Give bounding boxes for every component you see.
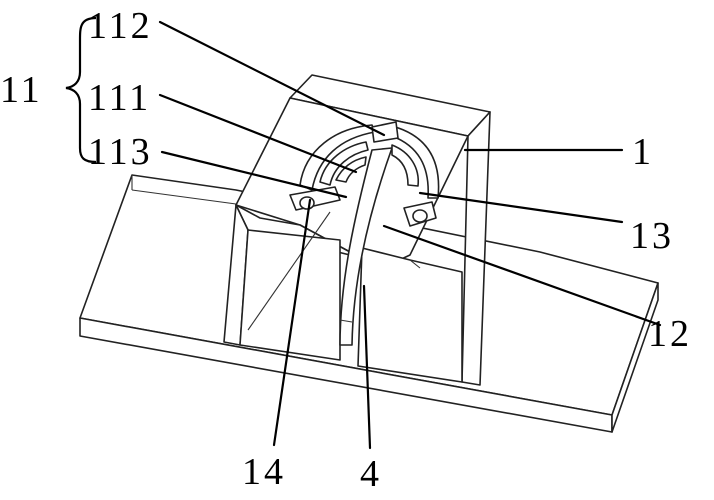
label-14: 14: [242, 451, 286, 493]
label-13: 13: [630, 215, 674, 257]
label-111: 111: [88, 77, 151, 119]
label-113: 113: [88, 131, 153, 173]
bolt-left: [299, 196, 315, 210]
channel-back-right: [357, 247, 463, 383]
channel-back-left: [239, 229, 341, 361]
label-112: 112: [88, 5, 153, 47]
element-4-curved-plate: [339, 147, 393, 346]
label-1: 1: [632, 131, 654, 173]
leader-112: [158, 20, 386, 137]
base-plate-edge: [131, 189, 237, 205]
leader-4: [362, 284, 372, 450]
brace-11: [65, 16, 97, 164]
channel-inner-edge: [409, 259, 421, 269]
leader-13: [418, 191, 624, 224]
block-right-face: [461, 111, 491, 386]
element-4-top-tab: [371, 121, 399, 143]
label-12: 12: [648, 313, 692, 355]
label-4: 4: [360, 453, 382, 495]
arc-right-inner: [391, 144, 419, 187]
label-11: 11: [0, 69, 43, 111]
leader-113: [160, 150, 348, 199]
element-4-edge: [339, 319, 353, 323]
leader-111: [158, 93, 358, 174]
leader-12: [382, 224, 662, 327]
bolt-right: [412, 209, 428, 223]
channel-diagonal: [247, 211, 331, 331]
leader-14: [272, 198, 312, 447]
arc-middle-111: [319, 141, 369, 186]
